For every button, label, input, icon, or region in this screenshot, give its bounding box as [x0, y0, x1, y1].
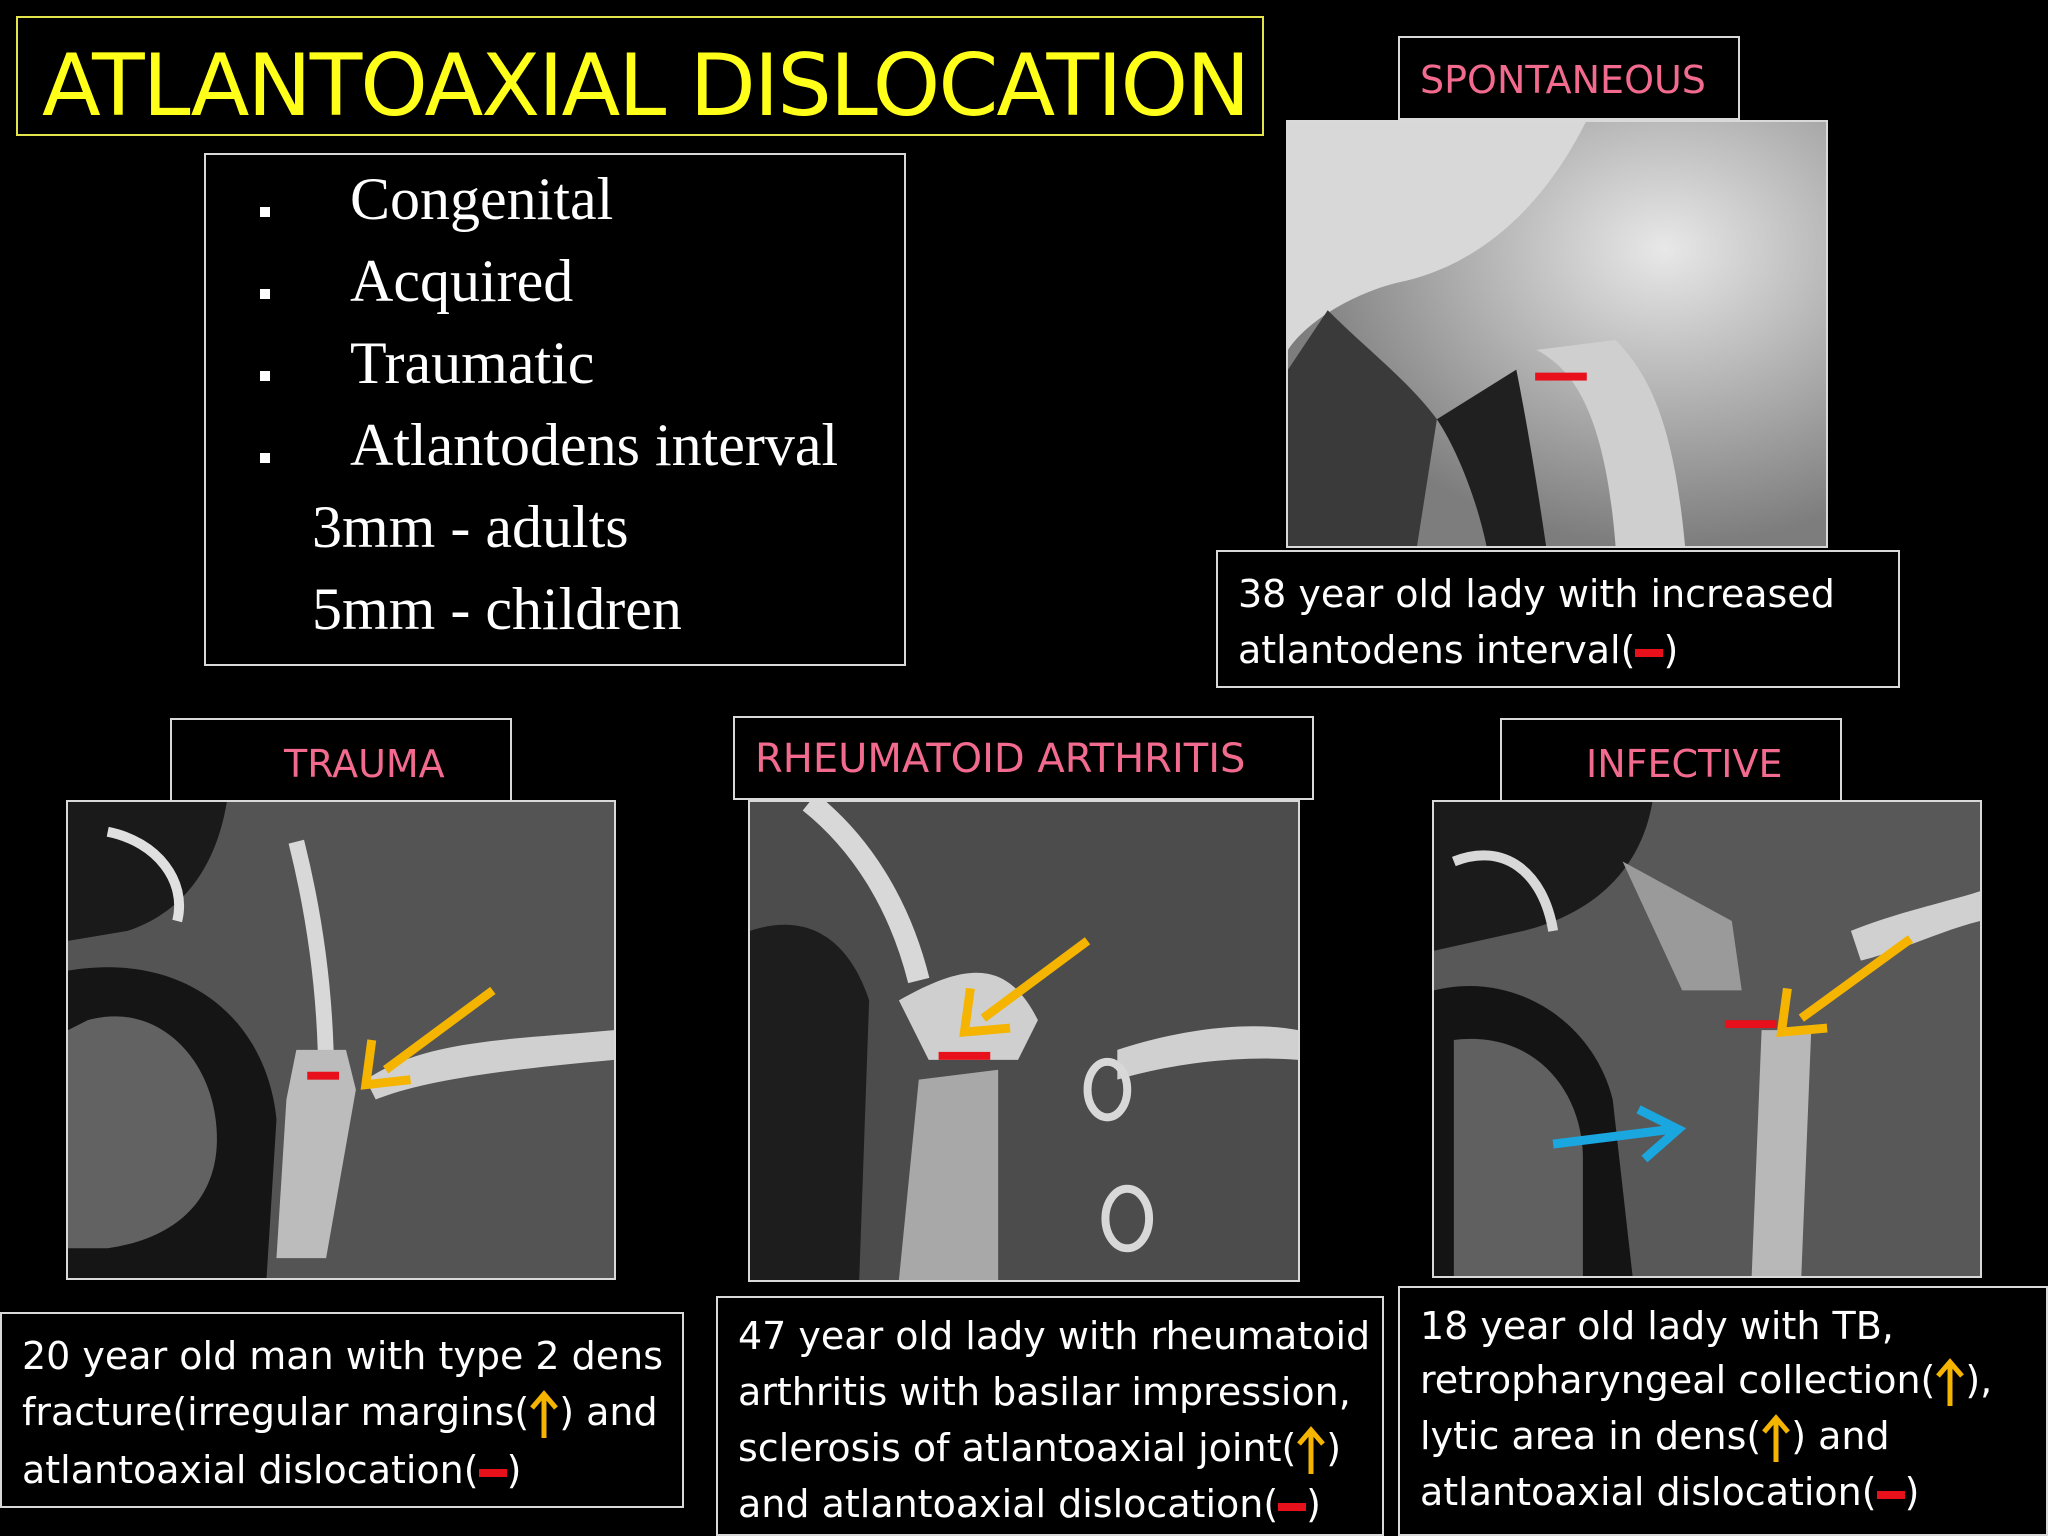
red-marker [1535, 372, 1587, 381]
label-trauma: TRAUMA [170, 718, 512, 802]
caption-rheumatoid: 47 year old lady with rheumatoid arthrit… [716, 1296, 1384, 1536]
caption-trauma: 20 year old man with type 2 dens fractur… [0, 1312, 684, 1508]
red-marker [307, 1071, 340, 1080]
red-marker [1724, 1020, 1777, 1029]
yellow-up-arrow-icon [530, 1389, 559, 1438]
ct-rheumatoid [748, 800, 1300, 1282]
red-marker-icon [1278, 1502, 1307, 1511]
yellow-up-arrow-icon [1762, 1413, 1791, 1462]
caption-infective: 18 year old lady with TB, retropharyngea… [1398, 1286, 2048, 1536]
xray-spontaneous [1286, 120, 1828, 548]
red-marker-icon [1876, 1490, 1905, 1499]
blue-arrow-icon [1552, 1105, 1687, 1163]
bullet-icon [260, 371, 270, 381]
yellow-up-arrow-icon [1936, 1357, 1965, 1406]
bullet-icon [260, 207, 270, 217]
page-title: ATLANTOAXIAL DISLOCATION [42, 36, 1250, 136]
caption-spontaneous: 38 year old lady with increased atlantod… [1216, 550, 1900, 688]
label-spontaneous: SPONTANEOUS [1398, 36, 1740, 120]
yellow-arrow-icon [1776, 935, 1914, 1037]
title-box: ATLANTOAXIAL DISLOCATION [16, 16, 1264, 136]
yellow-up-arrow-icon [1297, 1425, 1326, 1474]
yellow-arrow-icon [959, 937, 1091, 1038]
label-infective: INFECTIVE [1500, 718, 1842, 802]
red-marker-icon [1635, 648, 1664, 657]
red-marker-icon [478, 1468, 507, 1477]
bullet-icon [260, 289, 270, 299]
ct-trauma [66, 800, 616, 1280]
yellow-arrow-icon [360, 986, 496, 1090]
label-rheumatoid: RHEUMATOID ARTHRITIS [733, 716, 1314, 800]
ct-infective [1432, 800, 1982, 1278]
bullet-list-box: Congenital Acquired Traumatic Atlantoden… [204, 153, 906, 666]
red-marker [938, 1051, 991, 1060]
bullet-icon [260, 453, 270, 463]
